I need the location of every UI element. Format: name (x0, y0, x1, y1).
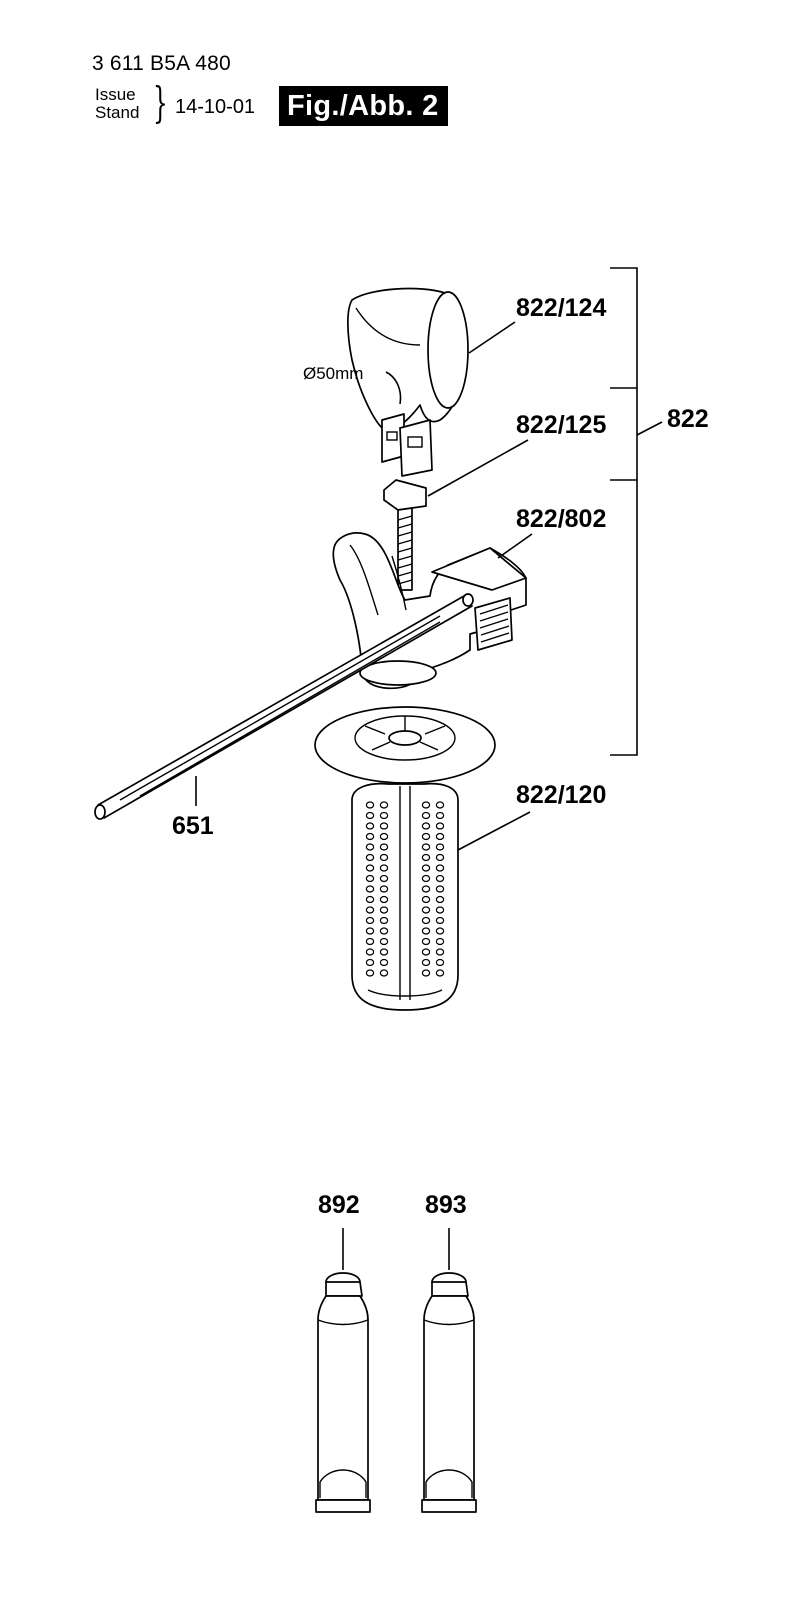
grip-hole (421, 969, 431, 977)
grip-hole (365, 801, 375, 809)
leader-822-124 (468, 321, 516, 354)
grip-hole (435, 874, 445, 883)
callout-892: 892 (318, 1191, 360, 1219)
grip-hole (435, 906, 445, 914)
grease-tube-892 (315, 1272, 371, 1513)
grip-hole (365, 916, 375, 925)
grip-hole (435, 937, 445, 946)
clamp-band-part (347, 287, 469, 477)
grip-hole (365, 822, 375, 830)
grip-hole (421, 937, 431, 946)
grip-hole (435, 885, 445, 893)
brace-glyph: } (153, 78, 168, 127)
issue-date: 14-10-01 (175, 96, 256, 118)
diameter-leader (385, 371, 402, 405)
grip-hole (365, 885, 375, 893)
bolt-part (383, 479, 427, 591)
grip-hole (365, 832, 375, 841)
grip-hole (379, 948, 389, 956)
grip-hole (379, 874, 389, 883)
grip-hole (435, 895, 445, 904)
grip-hole (421, 843, 431, 851)
callout-822-124: 822/124 (516, 294, 606, 322)
grip-hole (421, 906, 431, 914)
grip-hole (379, 895, 389, 904)
leader-822-125 (427, 439, 529, 497)
callout-822-125: 822/125 (516, 411, 606, 439)
grip-hole (365, 864, 375, 872)
grip-hole (435, 822, 445, 830)
grip-hole (379, 885, 389, 893)
grip-hole (435, 948, 445, 956)
grip-hole (421, 916, 431, 925)
grip-holes (365, 801, 445, 977)
grip-hole (421, 958, 431, 967)
grip-hole (379, 937, 389, 946)
grip-hole (379, 906, 389, 914)
depth-rod-part (94, 593, 474, 820)
grip-hole (365, 969, 375, 977)
grip-hole (365, 843, 375, 851)
grip-hole (365, 906, 375, 914)
group-bracket-822 (610, 267, 663, 756)
figure-label: Fig./Abb. 2 (279, 86, 448, 126)
grip-hole (435, 853, 445, 862)
issue-label: Issue (95, 85, 136, 104)
grip-hole (435, 916, 445, 925)
grip-hole (421, 832, 431, 841)
grip-hole (379, 822, 389, 830)
grease-tube-893 (421, 1272, 477, 1513)
callout-822-120: 822/120 (516, 781, 606, 809)
document-number: 3 611 B5A 480 (92, 52, 231, 75)
grip-hole (365, 811, 375, 820)
callout-822: 822 (667, 405, 709, 433)
grip-hole (365, 948, 375, 956)
grip-hole (379, 853, 389, 862)
grip-hole (379, 916, 389, 925)
grip-hole (421, 927, 431, 935)
leader-822-802 (497, 533, 533, 559)
grip-hole (379, 927, 389, 935)
grip-hole (435, 843, 445, 851)
grip-hole (379, 843, 389, 851)
grip-hole (365, 958, 375, 967)
callout-893: 893 (425, 1191, 467, 1219)
grip-hole (435, 969, 445, 977)
callout-822-802: 822/802 (516, 505, 606, 533)
grip-hole (435, 927, 445, 935)
grip-hole (365, 937, 375, 946)
grip-part (314, 706, 496, 1011)
grip-hole (365, 853, 375, 862)
grip-hole (379, 864, 389, 872)
diameter-label: Ø50mm (303, 364, 363, 383)
grip-hole (421, 874, 431, 883)
grip-hole (421, 895, 431, 904)
grip-hole (421, 864, 431, 872)
leader-822-120 (457, 811, 531, 851)
grip-hole (365, 895, 375, 904)
grip-hole (435, 864, 445, 872)
grip-hole (421, 853, 431, 862)
grip-hole (421, 948, 431, 956)
grip-hole (421, 885, 431, 893)
grip-hole (365, 927, 375, 935)
callout-651: 651 (172, 812, 214, 840)
grip-hole (379, 811, 389, 820)
grip-hole (379, 832, 389, 841)
grip-hole (435, 811, 445, 820)
grip-hole (379, 958, 389, 967)
grip-hole (421, 822, 431, 830)
issue-stand-label: Issue Stand (95, 86, 139, 122)
grip-hole (365, 874, 375, 883)
grip-hole (435, 801, 445, 809)
grip-hole (379, 801, 389, 809)
grip-hole (435, 832, 445, 841)
grip-hole (421, 811, 431, 820)
grip-hole (435, 958, 445, 967)
grip-hole (421, 801, 431, 809)
grip-hole (379, 969, 389, 977)
stand-label: Stand (95, 103, 140, 122)
